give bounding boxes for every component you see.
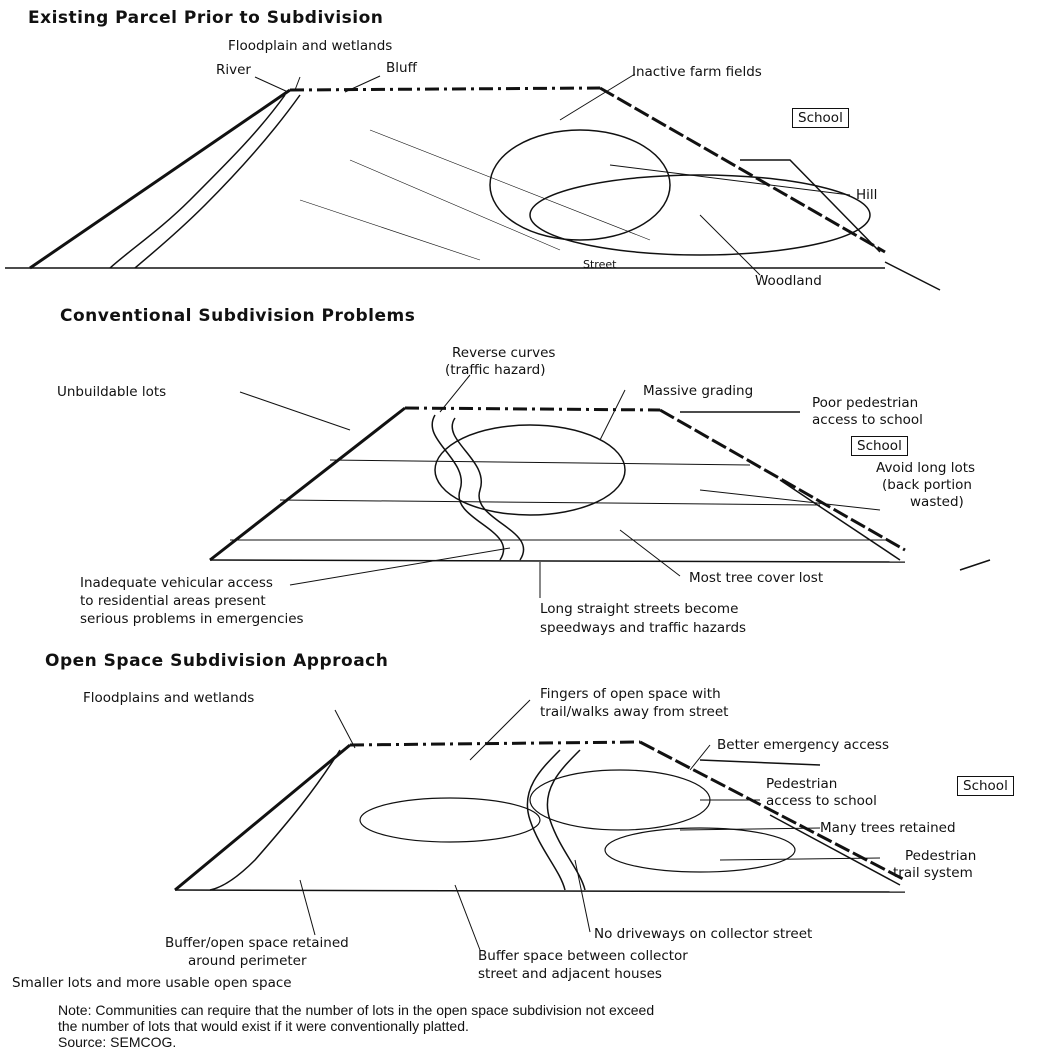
panel3-title: Open Space Subdivision Approach xyxy=(45,651,388,671)
school-box: School xyxy=(957,776,1014,796)
footer-source: Source: SEMCOG. xyxy=(58,1034,176,1051)
label-pedestrian-trail: Pedestrian xyxy=(905,848,976,864)
label-buffer-open-space-1: Buffer/open space retained xyxy=(165,935,349,951)
label-buffer-open-space-2: around perimeter xyxy=(188,953,307,969)
label-floodplains-and-wetlands: Floodplains and wetlands xyxy=(83,690,254,706)
label-river: River xyxy=(216,62,251,78)
label-buffer-space-1: Buffer space between collector xyxy=(478,948,688,964)
label-trail-system: trail system xyxy=(893,865,973,881)
label-poor-pedestrian: Poor pedestrian xyxy=(812,395,918,411)
school-box: School xyxy=(792,108,849,128)
label-floodplain-and-wetlands: Floodplain and wetlands xyxy=(228,38,392,54)
panel2-title: Conventional Subdivision Problems xyxy=(60,306,415,326)
footer-note-line-2: the number of lots that would exist if i… xyxy=(58,1018,469,1035)
label-inactive-farm-fields: Inactive farm fields xyxy=(632,64,762,80)
label-back-portion: (back portion xyxy=(882,477,972,493)
label-access-to-school: access to school xyxy=(812,412,923,428)
label-inadequate-access-2: to residential areas present xyxy=(80,593,266,609)
label-wasted: wasted) xyxy=(910,494,964,510)
label-long-straight-streets-2: speedways and traffic hazards xyxy=(540,620,746,636)
label-most-tree-cover-lost: Most tree cover lost xyxy=(689,570,823,586)
label-traffic-hazard: (traffic hazard) xyxy=(445,362,546,378)
footer-note-line-1: Note: Communities can require that the n… xyxy=(58,1002,654,1019)
label-no-driveways: No driveways on collector street xyxy=(594,926,812,942)
label-many-trees-retained: Many trees retained xyxy=(820,820,956,836)
label-reverse-curves: Reverse curves xyxy=(452,345,555,361)
label-long-straight-streets-1: Long straight streets become xyxy=(540,601,738,617)
panel1-parcel-drawing xyxy=(5,74,940,290)
label-unbuildable-lots: Unbuildable lots xyxy=(57,384,166,400)
label-avoid-long-lots: Avoid long lots xyxy=(876,460,975,476)
label-bluff: Bluff xyxy=(386,60,417,76)
label-woodland: Woodland xyxy=(755,273,822,289)
label-inadequate-access-3: serious problems in emergencies xyxy=(80,611,304,627)
school-box: School xyxy=(851,436,908,456)
label-fingers-2: trail/walks away from street xyxy=(540,704,728,720)
label-hill: Hill xyxy=(856,187,877,203)
label-pedestrian: Pedestrian xyxy=(766,776,837,792)
label-access-to-school: access to school xyxy=(766,793,877,809)
label-inadequate-access-1: Inadequate vehicular access xyxy=(80,575,273,591)
label-smaller-lots: Smaller lots and more usable open space xyxy=(12,975,292,991)
label-fingers-1: Fingers of open space with xyxy=(540,686,721,702)
label-massive-grading: Massive grading xyxy=(643,383,753,399)
label-buffer-space-2: street and adjacent houses xyxy=(478,966,662,982)
label-better-emergency-access: Better emergency access xyxy=(717,737,889,753)
label-street: Street xyxy=(583,257,616,273)
